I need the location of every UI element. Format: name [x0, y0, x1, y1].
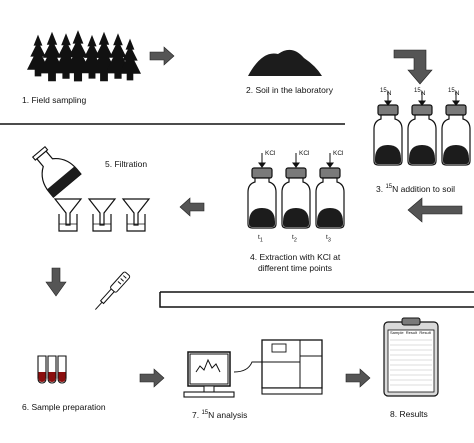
time-label-1: t1 [258, 234, 263, 244]
n15-label-2: 15N [414, 88, 426, 98]
kcl-label-3: KCl [333, 150, 344, 157]
step-3-prefix: 3. [376, 183, 386, 194]
pipette-icon [94, 271, 131, 310]
step-3-label: 3. 15N addition to soil [376, 184, 455, 195]
step-1-label: 1. Field sampling [22, 95, 87, 105]
forest-icon [27, 30, 141, 82]
computer-icon [183, 351, 235, 398]
arrow-2-3 [393, 49, 433, 85]
clipboard-icon [383, 317, 439, 397]
kcl-label-1: KCl [265, 150, 276, 157]
soil-pile-icon [248, 49, 322, 76]
analyzer-icon [261, 339, 323, 395]
clipboard-header: Sample Result Result [390, 330, 431, 335]
separator-2 [159, 292, 474, 308]
step-8-label: 8. Results [390, 409, 428, 419]
arrow-4-5 [179, 197, 205, 217]
step-3-sup: 15 [385, 184, 393, 190]
arrow-3-4 [407, 197, 463, 223]
step-4-label-line1: 4. Extraction with KCl at [250, 252, 341, 262]
step-6-label: 6. Sample preparation [22, 402, 106, 412]
step-2-label: 2. Soil in the laboratory [246, 85, 333, 95]
arrow-1-2 [149, 46, 175, 66]
vials-icon [37, 355, 67, 384]
time-label-3: t3 [326, 234, 331, 244]
step-3-suffix: N addition to soil [392, 183, 455, 194]
flask-pour-icon [31, 145, 82, 198]
arrow-5-6 [45, 267, 67, 297]
step-7-suffix: N analysis [208, 409, 248, 420]
bottles-15n [373, 92, 471, 166]
step-5-label: 5. Filtration [105, 159, 148, 169]
cable [233, 361, 262, 373]
n15-label-1: 15N [380, 88, 392, 98]
bottles-kcl [247, 153, 345, 229]
step-7-prefix: 7. [192, 409, 202, 420]
step-4-label-line2: different time points [258, 263, 333, 273]
kcl-label-2: KCl [299, 150, 310, 157]
step-7-sup: 15 [201, 410, 209, 416]
arrow-6-7 [139, 368, 165, 388]
n15-label-3: 15N [448, 88, 460, 98]
time-label-2: t2 [292, 234, 297, 244]
arrow-7-8 [345, 368, 371, 388]
funnel-icon [54, 198, 150, 232]
step-7-label: 7. 15N analysis [192, 410, 247, 421]
